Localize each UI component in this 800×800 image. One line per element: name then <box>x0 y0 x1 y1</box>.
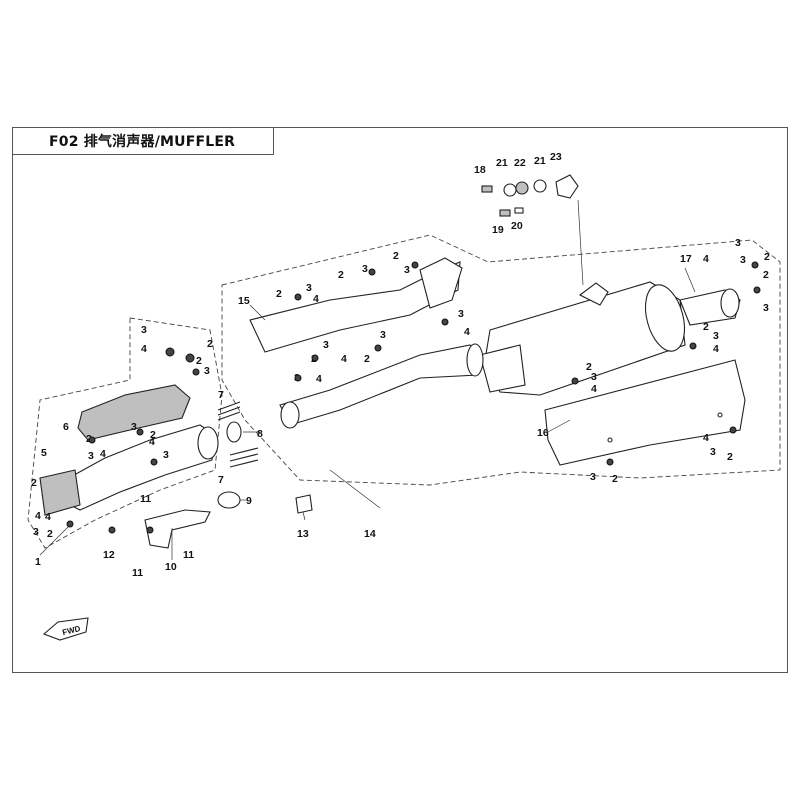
callout-2-mfl-a: 2 <box>207 338 213 350</box>
callout-3-shield-15-b: 3 <box>362 263 368 275</box>
callout-3-shield-16-a: 3 <box>710 446 716 458</box>
callout-10: 10 <box>165 561 177 573</box>
callout-3-tail-a: 3 <box>735 237 741 249</box>
page-title: F02 排气消声器/MUFFLER <box>49 134 236 150</box>
callout-3-body-a: 3 <box>591 371 597 383</box>
callout-4-lower-a: 4 <box>35 510 41 522</box>
fwd-label: FWD <box>61 624 81 637</box>
manifold-assembly-boundary <box>27 317 223 549</box>
callout-8: 8 <box>257 428 263 440</box>
callout-3-mfl-a: 3 <box>141 324 147 336</box>
callout-21-a: 21 <box>496 157 508 169</box>
diagram-frame <box>12 127 788 673</box>
callout-4-pipe-c: 4 <box>316 373 322 385</box>
callout-5: 5 <box>41 447 47 459</box>
exhaust-manifold-5 <box>59 424 216 511</box>
callout-2-tail-a: 2 <box>764 251 770 263</box>
callout-2-body-a: 2 <box>586 361 592 373</box>
callout-15: 15 <box>238 295 250 307</box>
callout-2-mfl-b: 2 <box>196 355 202 367</box>
callout-2-pipe-a: 2 <box>364 353 370 365</box>
callout-4-pipe-a: 4 <box>464 326 470 338</box>
callout-19: 19 <box>492 224 504 236</box>
title-box: F02 排气消声器/MUFFLER <box>12 127 274 155</box>
callout-11-c: 11 <box>183 549 194 561</box>
callout-3-man-b: 3 <box>131 421 137 433</box>
callout-2-shield-16-a: 2 <box>727 451 733 463</box>
callout-2-lower-a: 2 <box>47 528 53 540</box>
callout-3-pipe-b: 3 <box>380 329 386 341</box>
callout-3-shield-15-a: 3 <box>306 282 312 294</box>
callout-4-shield-15-a: 4 <box>313 293 319 305</box>
callout-3-pipe-c: 3 <box>323 339 329 351</box>
callout-3-body-b: 3 <box>713 330 719 342</box>
callout-7-lower: 7 <box>218 474 224 486</box>
callout-4-man-b: 4 <box>149 436 155 448</box>
callout-4-body-b: 4 <box>713 343 719 355</box>
callout-14: 14 <box>364 528 376 540</box>
callout-2-shield-15-a: 2 <box>276 288 282 300</box>
callout-9: 9 <box>246 495 252 507</box>
callout-12: 12 <box>103 549 115 561</box>
callout-23: 23 <box>550 151 562 163</box>
callout-4-pipe-b: 4 <box>341 353 347 365</box>
callout-13: 13 <box>297 528 309 540</box>
callout-22: 22 <box>514 157 526 169</box>
callout-2-body-b: 2 <box>703 321 709 333</box>
callout-3-shield-16-b: 3 <box>590 471 596 483</box>
fastener-hardware <box>66 261 761 534</box>
callout-11-a: 11 <box>140 493 151 505</box>
callout-17: 17 <box>680 253 692 265</box>
callout-3-man-a: 3 <box>88 450 94 462</box>
fwd-direction-badge: FWD <box>42 617 89 641</box>
manifold-shield-6 <box>77 384 191 441</box>
callout-3-tail-b: 3 <box>740 254 746 266</box>
callout-3-shield-15-c: 3 <box>404 264 410 276</box>
callout-4-man-a: 4 <box>100 448 106 460</box>
bracket-10 <box>144 509 211 549</box>
callout-1: 1 <box>35 556 41 568</box>
callout-20: 20 <box>511 220 523 232</box>
callout-2-tail-b: 2 <box>763 269 769 281</box>
callout-16: 16 <box>537 427 549 439</box>
callout-4-body-a: 4 <box>591 383 597 395</box>
callout-3-pipe-a: 3 <box>458 308 464 320</box>
callout-4-shield-16-a: 4 <box>703 432 709 444</box>
callout-3-mfl-b: 3 <box>204 365 210 377</box>
callout-7-upper: 7 <box>218 389 224 401</box>
heat-shield-16 <box>544 359 746 466</box>
callout-3-man-c: 3 <box>163 449 169 461</box>
callout-6: 6 <box>63 421 69 433</box>
callout-4-tail-a: 4 <box>703 253 709 265</box>
callout-2-man-b: 2 <box>150 429 156 441</box>
callout-4: 4 <box>45 511 51 523</box>
callout-4-mfl-a: 4 <box>141 343 147 355</box>
callout-21-b: 21 <box>534 155 546 167</box>
callout-3-tail-c: 3 <box>763 302 769 314</box>
callout-2-shield-15-b: 2 <box>338 269 344 281</box>
callout-3: 3 <box>33 526 39 538</box>
callout-2: 2 <box>31 477 37 489</box>
callout-2-shield-16-b: 2 <box>612 473 618 485</box>
callout-11-b: 11 <box>132 567 143 579</box>
callout-2-shield-15-c: 2 <box>393 250 399 262</box>
callout-18: 18 <box>474 164 486 176</box>
